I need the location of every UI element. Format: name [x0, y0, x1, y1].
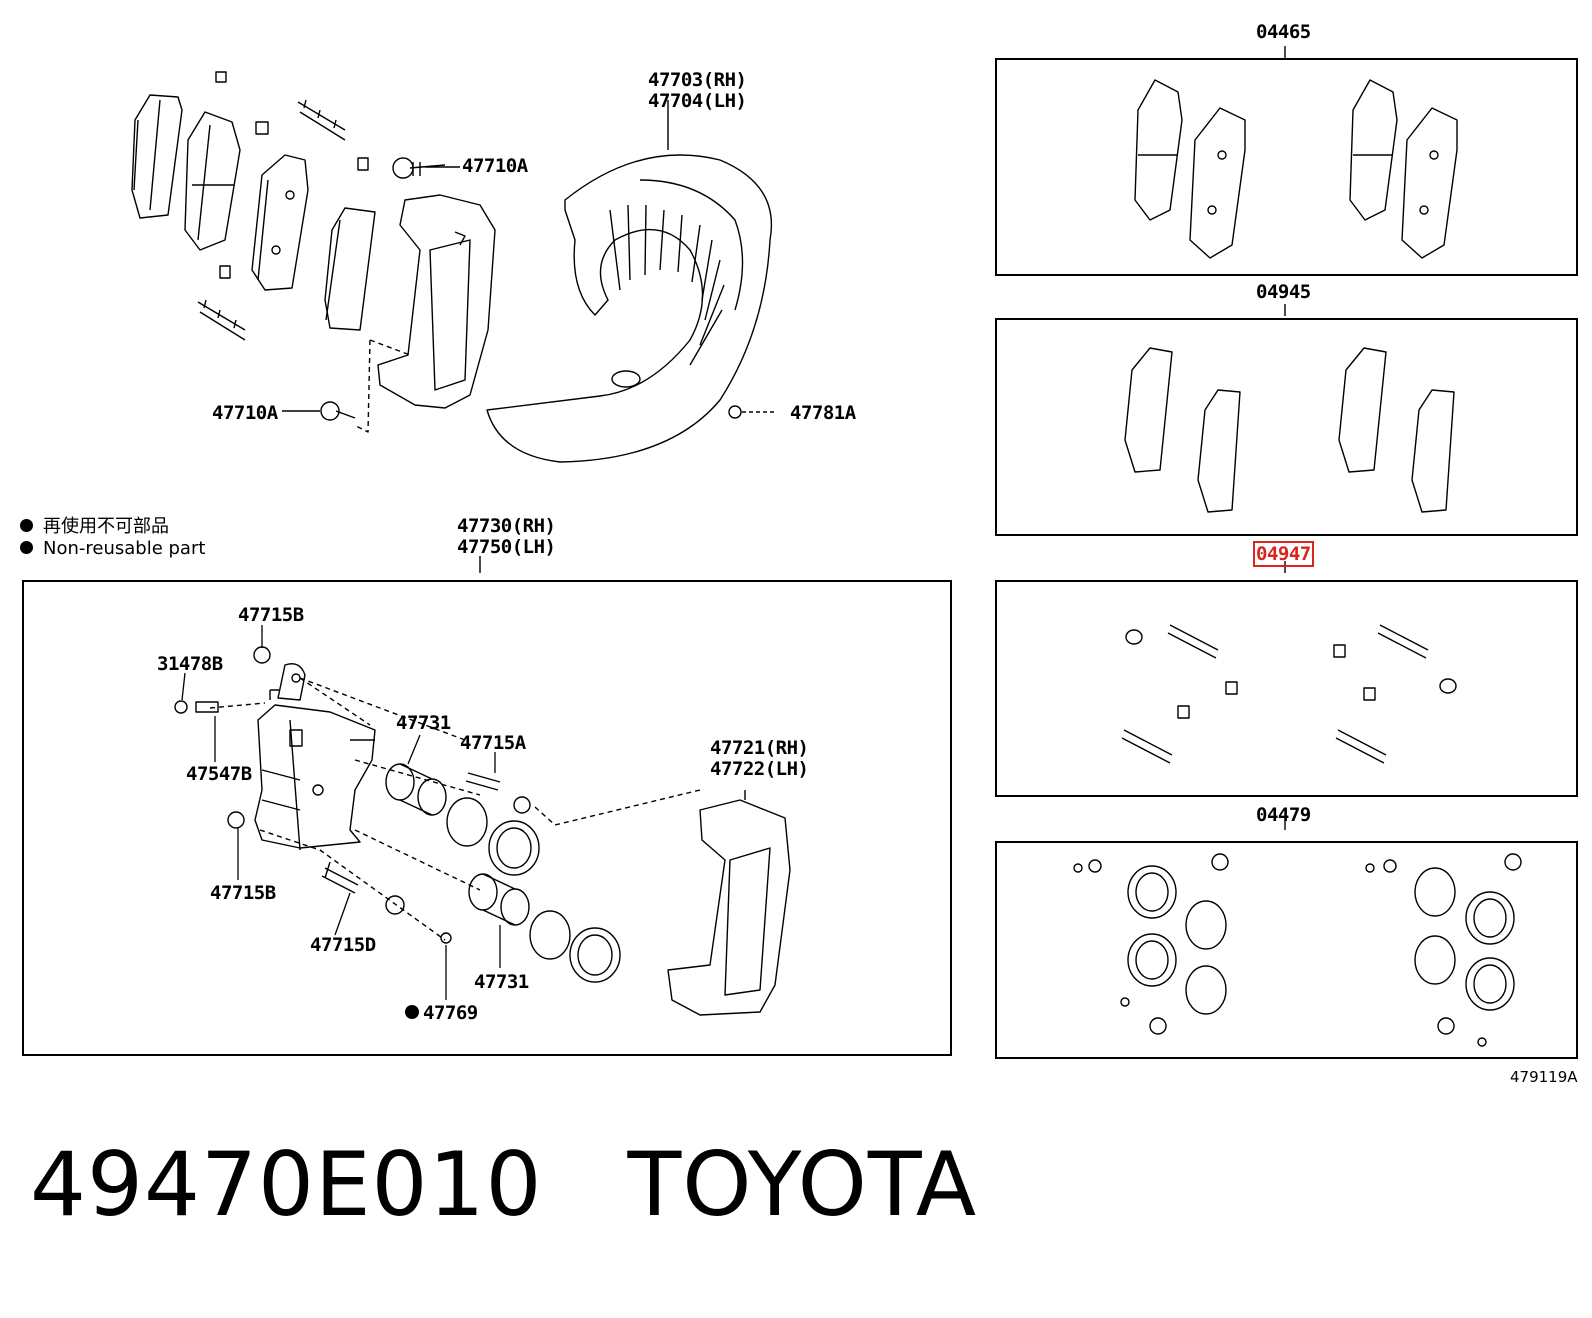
- bolt-47710a-lower-drawing: [282, 401, 356, 421]
- clip-drawings: [197, 71, 369, 341]
- label-shield-group: 47703(RH) 47704(LH): [648, 69, 747, 112]
- piston-lower-drawing: [468, 873, 530, 926]
- mounting-bracket-top-drawing: [377, 194, 496, 409]
- label-31478b[interactable]: 31478B: [157, 653, 223, 675]
- label-47715a[interactable]: 47715A: [460, 732, 526, 754]
- kit-code-04947-highlighted[interactable]: 04947: [1253, 541, 1314, 567]
- kit-code-04945[interactable]: 04945: [1256, 281, 1311, 303]
- piston-seals-drawing: [446, 797, 621, 983]
- caliper-mounting-drawing: [667, 790, 791, 1016]
- outer-brake-pad-drawing: [131, 94, 183, 219]
- non-reusable-dot-icon: [20, 518, 33, 532]
- dust-shield-drawing: [486, 100, 773, 463]
- diagram-reference-code: 479119A: [1510, 1068, 1578, 1086]
- non-reusable-dot-icon: [20, 540, 33, 554]
- piston-upper-drawing: [385, 763, 447, 816]
- label-mount-group: 47721(RH) 47722(LH): [710, 737, 809, 780]
- brake-pad-center-drawing: [251, 154, 309, 291]
- screw-47781a-drawing: [728, 405, 775, 419]
- label-47781a[interactable]: 47781A: [790, 402, 856, 424]
- kit-code-04479[interactable]: 04479: [1256, 804, 1311, 826]
- legend-en: Non-reusable part: [20, 538, 205, 559]
- legend-jp: 再使用不可部品: [20, 512, 169, 538]
- label-47731-upper[interactable]: 47731: [396, 712, 451, 734]
- label-47731-lower[interactable]: 47731: [474, 971, 529, 993]
- kit-code-04465[interactable]: 04465: [1256, 21, 1311, 43]
- kit-04945-shims-drawing: [1124, 347, 1455, 513]
- label-47715b-top[interactable]: 47715B: [238, 604, 304, 626]
- label-47710a-lower[interactable]: 47710A: [212, 402, 278, 424]
- caliper-assembly-box: [22, 580, 952, 1056]
- kit-04945-box: [995, 318, 1578, 536]
- label-47715b-bottom[interactable]: 47715B: [210, 882, 276, 904]
- non-reusable-dot-icon: [405, 1004, 419, 1019]
- shim-drawing: [324, 207, 376, 331]
- label-47722-lh[interactable]: 47722(LH): [710, 758, 809, 780]
- inner-brake-pad-drawing: [184, 111, 241, 251]
- kit-04947-box: [995, 580, 1578, 797]
- kit-04479-seals-drawing: [1073, 853, 1522, 1047]
- label-caliper-group: 47730(RH) 47750(LH): [457, 515, 556, 558]
- kit-04479-box: [995, 841, 1578, 1059]
- brand-name: TOYOTA: [627, 1133, 978, 1236]
- label-47704-lh[interactable]: 47704(LH): [648, 90, 747, 112]
- label-47547b[interactable]: 47547B: [186, 763, 252, 785]
- page-title: 49470E010 TOYOTA: [30, 1135, 977, 1235]
- label-47715d[interactable]: 47715D: [310, 934, 376, 956]
- label-47721-rh[interactable]: 47721(RH): [710, 737, 809, 759]
- kit-04465-pads-drawing: [1134, 79, 1458, 259]
- label-47710a-upper[interactable]: 47710A: [462, 155, 528, 177]
- kit-04947-clips-drawing: [1121, 624, 1457, 764]
- label-47750-lh[interactable]: 47750(LH): [457, 536, 556, 558]
- caliper-body-drawing: [254, 663, 376, 851]
- label-47769[interactable]: 47769: [405, 1003, 478, 1023]
- part-number: 49470E010: [30, 1133, 543, 1236]
- kit-04465-box: [995, 58, 1578, 276]
- label-47703-rh[interactable]: 47703(RH): [648, 69, 747, 91]
- label-47730-rh[interactable]: 47730(RH): [457, 515, 556, 537]
